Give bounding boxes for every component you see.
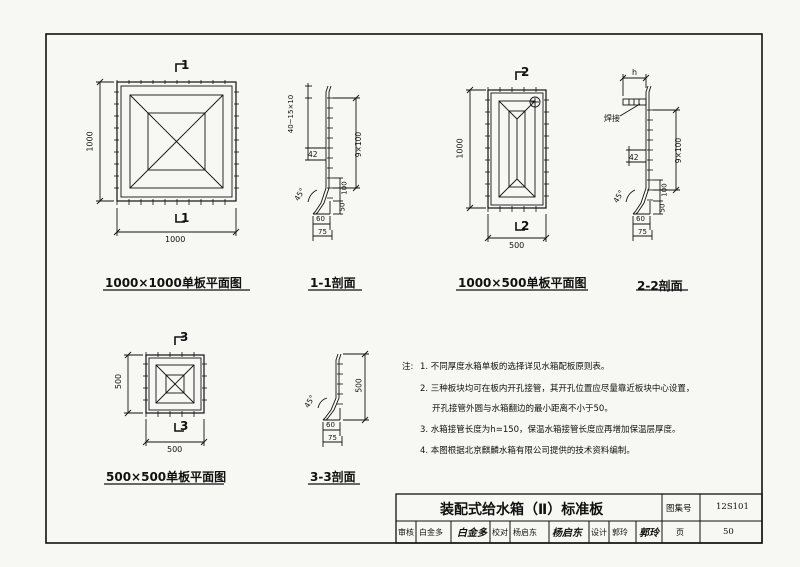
plan-1000x500-dim-width: 500: [509, 241, 525, 250]
plan-500x500-title: 500×500单板平面图: [106, 470, 227, 484]
plan-500x500-dim-height: 500: [114, 373, 124, 390]
section-1-1: [305, 83, 360, 241]
plan-500x500: [124, 336, 208, 446]
title-block-review-label: 审核: [398, 528, 414, 537]
note-line-3: 开孔接管外圆与水箱翻边的最小距离不小于50。: [432, 404, 613, 414]
plan-1000x1000-dim-width: 1000: [165, 235, 186, 244]
plan-500x500-mark-top: 3: [180, 330, 189, 344]
note-line-4: 3. 水箱接管长度为h=150，保温水箱接管长度应再增加保温层厚度。: [420, 425, 681, 435]
title-block-checker-signature: 杨启东: [552, 528, 582, 539]
section-3-3: [317, 350, 369, 447]
bolt-ticks: [114, 80, 239, 205]
plan-1000x1000-mark-top: 1: [181, 58, 190, 72]
plan-1000x1000: [96, 63, 240, 236]
title-block-reviewer: 白金多: [419, 528, 443, 537]
section-1-1-dim-50: 50: [338, 202, 347, 212]
title-block-reviewer-signature: 白金多: [457, 528, 487, 539]
section-2-2-title: 2-2剖面: [637, 279, 683, 293]
title-block-atlas-label: 图集号: [666, 504, 692, 514]
section-2-2-dim-h: h: [632, 68, 638, 77]
section-1-1-dim-42: 42: [308, 150, 318, 159]
title-block: [395, 493, 763, 544]
plan-1000x1000-title: 1000×1000单板平面图: [105, 276, 242, 290]
plan-1000x500-title: 1000×500单板平面图: [458, 276, 587, 290]
notes-prefix: 注:: [402, 362, 414, 372]
section-2-2: [619, 74, 680, 241]
plan-1000x500-mark-top: 2: [521, 65, 530, 79]
title-block-check-label: 校对: [492, 528, 508, 537]
plan-500x500-dim-width: 500: [167, 445, 183, 454]
title-block-checker: 杨启东: [513, 528, 537, 537]
title-block-page-no: 50: [723, 527, 734, 537]
section-3-3-dim-75: 75: [328, 434, 337, 442]
section-2-2-dim-42: 42: [629, 153, 639, 162]
section-2-2-dim-60: 60: [636, 215, 645, 223]
section-2-2-dim-100: 100: [660, 183, 669, 197]
note-line-5: 4. 本图根据北京麒麟水箱有限公司提供的技术资料编制。: [420, 446, 635, 456]
section-2-2-weld-label: 焊接: [604, 114, 620, 123]
plan-1000x1000-dim-height: 1000: [85, 131, 95, 152]
plan-1000x500-dim-height: 1000: [455, 138, 465, 159]
section-1-1-dim-60: 60: [316, 215, 325, 223]
section-1-1-title: 1-1剖面: [310, 276, 356, 290]
section-3-3-dim-500: 500: [354, 378, 364, 393]
note-line-2: 2. 三种板块均可在板内开孔接管，其开孔位置应尽量靠近板块中心设置，: [420, 384, 695, 394]
section-1-1-dim-spacing: 40~15×10: [287, 94, 296, 134]
title-block-page-label: 页: [676, 528, 684, 537]
section-3-3-dim-60: 60: [326, 421, 335, 429]
title-block-designer: 郭玲: [612, 528, 628, 537]
plan-1000x1000-mark-bottom: 1: [181, 211, 190, 225]
title-block-atlas-no: 12S101: [716, 502, 749, 512]
title-block-designer-signature: 郭玲: [639, 528, 659, 539]
title-block-title: 装配式给水箱（Ⅱ）标准板: [440, 502, 604, 518]
note-line-1: 1. 不同厚度水箱单板的选择详见水箱配板原则表。: [420, 362, 610, 372]
plan-1000x500-mark-bottom: 2: [521, 219, 530, 233]
title-underlines: [103, 289, 688, 485]
plan-500x500-mark-bottom: 3: [180, 419, 189, 433]
section-1-1-dim-9x100: 9×100: [354, 131, 364, 158]
section-2-2-dim-75: 75: [638, 228, 647, 236]
section-3-3-title: 3-3剖面: [310, 470, 356, 484]
section-1-1-dim-75: 75: [318, 228, 327, 236]
section-2-2-dim-9x100: 9×100: [674, 137, 684, 164]
section-1-1-dim-100: 100: [340, 181, 349, 195]
section-2-2-dim-50: 50: [658, 203, 667, 213]
plan-1000x500: [466, 71, 550, 242]
title-block-design-label: 设计: [591, 528, 607, 537]
